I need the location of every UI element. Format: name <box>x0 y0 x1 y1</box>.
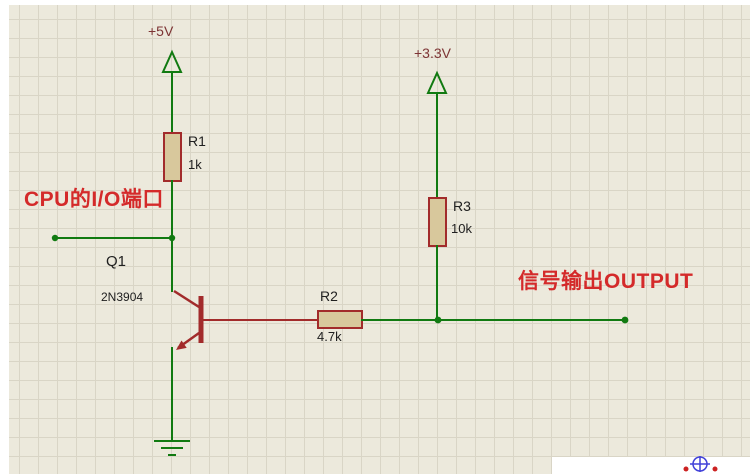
origin-marker <box>683 456 718 472</box>
q1-base-bar <box>198 296 204 343</box>
vcc33-power-terminal-icon[interactable] <box>426 70 448 94</box>
vcc5-label: +5V <box>148 23 174 39</box>
top-margin <box>0 0 755 5</box>
cpu-io-terminal-dot <box>51 234 59 242</box>
resistor-r3-body[interactable] <box>428 197 447 247</box>
left-margin <box>0 0 9 474</box>
q1-emitter-arrow-icon <box>176 340 187 350</box>
cpu-io-annotation: CPU的I/O端口 <box>24 188 164 211</box>
q1-collector-lead <box>173 289 200 309</box>
ground-symbol[interactable] <box>154 440 190 456</box>
origin-marker-red-dot-right <box>712 466 718 472</box>
q1-value-label: 2N3904 <box>101 290 144 304</box>
r2-value-label: 4.7k <box>317 329 342 344</box>
r1-value-label: 1k <box>188 157 202 172</box>
r1-ref-label: R1 <box>188 133 206 149</box>
resistor-r1-body[interactable] <box>163 132 182 182</box>
vcc5-power-terminal-icon[interactable] <box>161 49 183 73</box>
resistor-r2-body[interactable] <box>317 310 363 329</box>
vcc33-label: +3.3V <box>414 45 451 61</box>
right-margin <box>750 0 755 474</box>
output-annotation: 信号输出OUTPUT <box>518 270 694 293</box>
q1-ref-label: Q1 <box>106 253 127 270</box>
r3-ref-label: R3 <box>453 198 471 214</box>
output-terminal-dot <box>621 316 629 324</box>
junction-cpu-io <box>168 234 176 242</box>
bottom-right-margin <box>552 457 755 474</box>
r3-value-label: 10k <box>451 221 472 236</box>
origin-marker-red-dot-left <box>683 466 689 472</box>
transistor-q1[interactable] <box>173 289 319 350</box>
r2-ref-label: R2 <box>320 288 338 304</box>
